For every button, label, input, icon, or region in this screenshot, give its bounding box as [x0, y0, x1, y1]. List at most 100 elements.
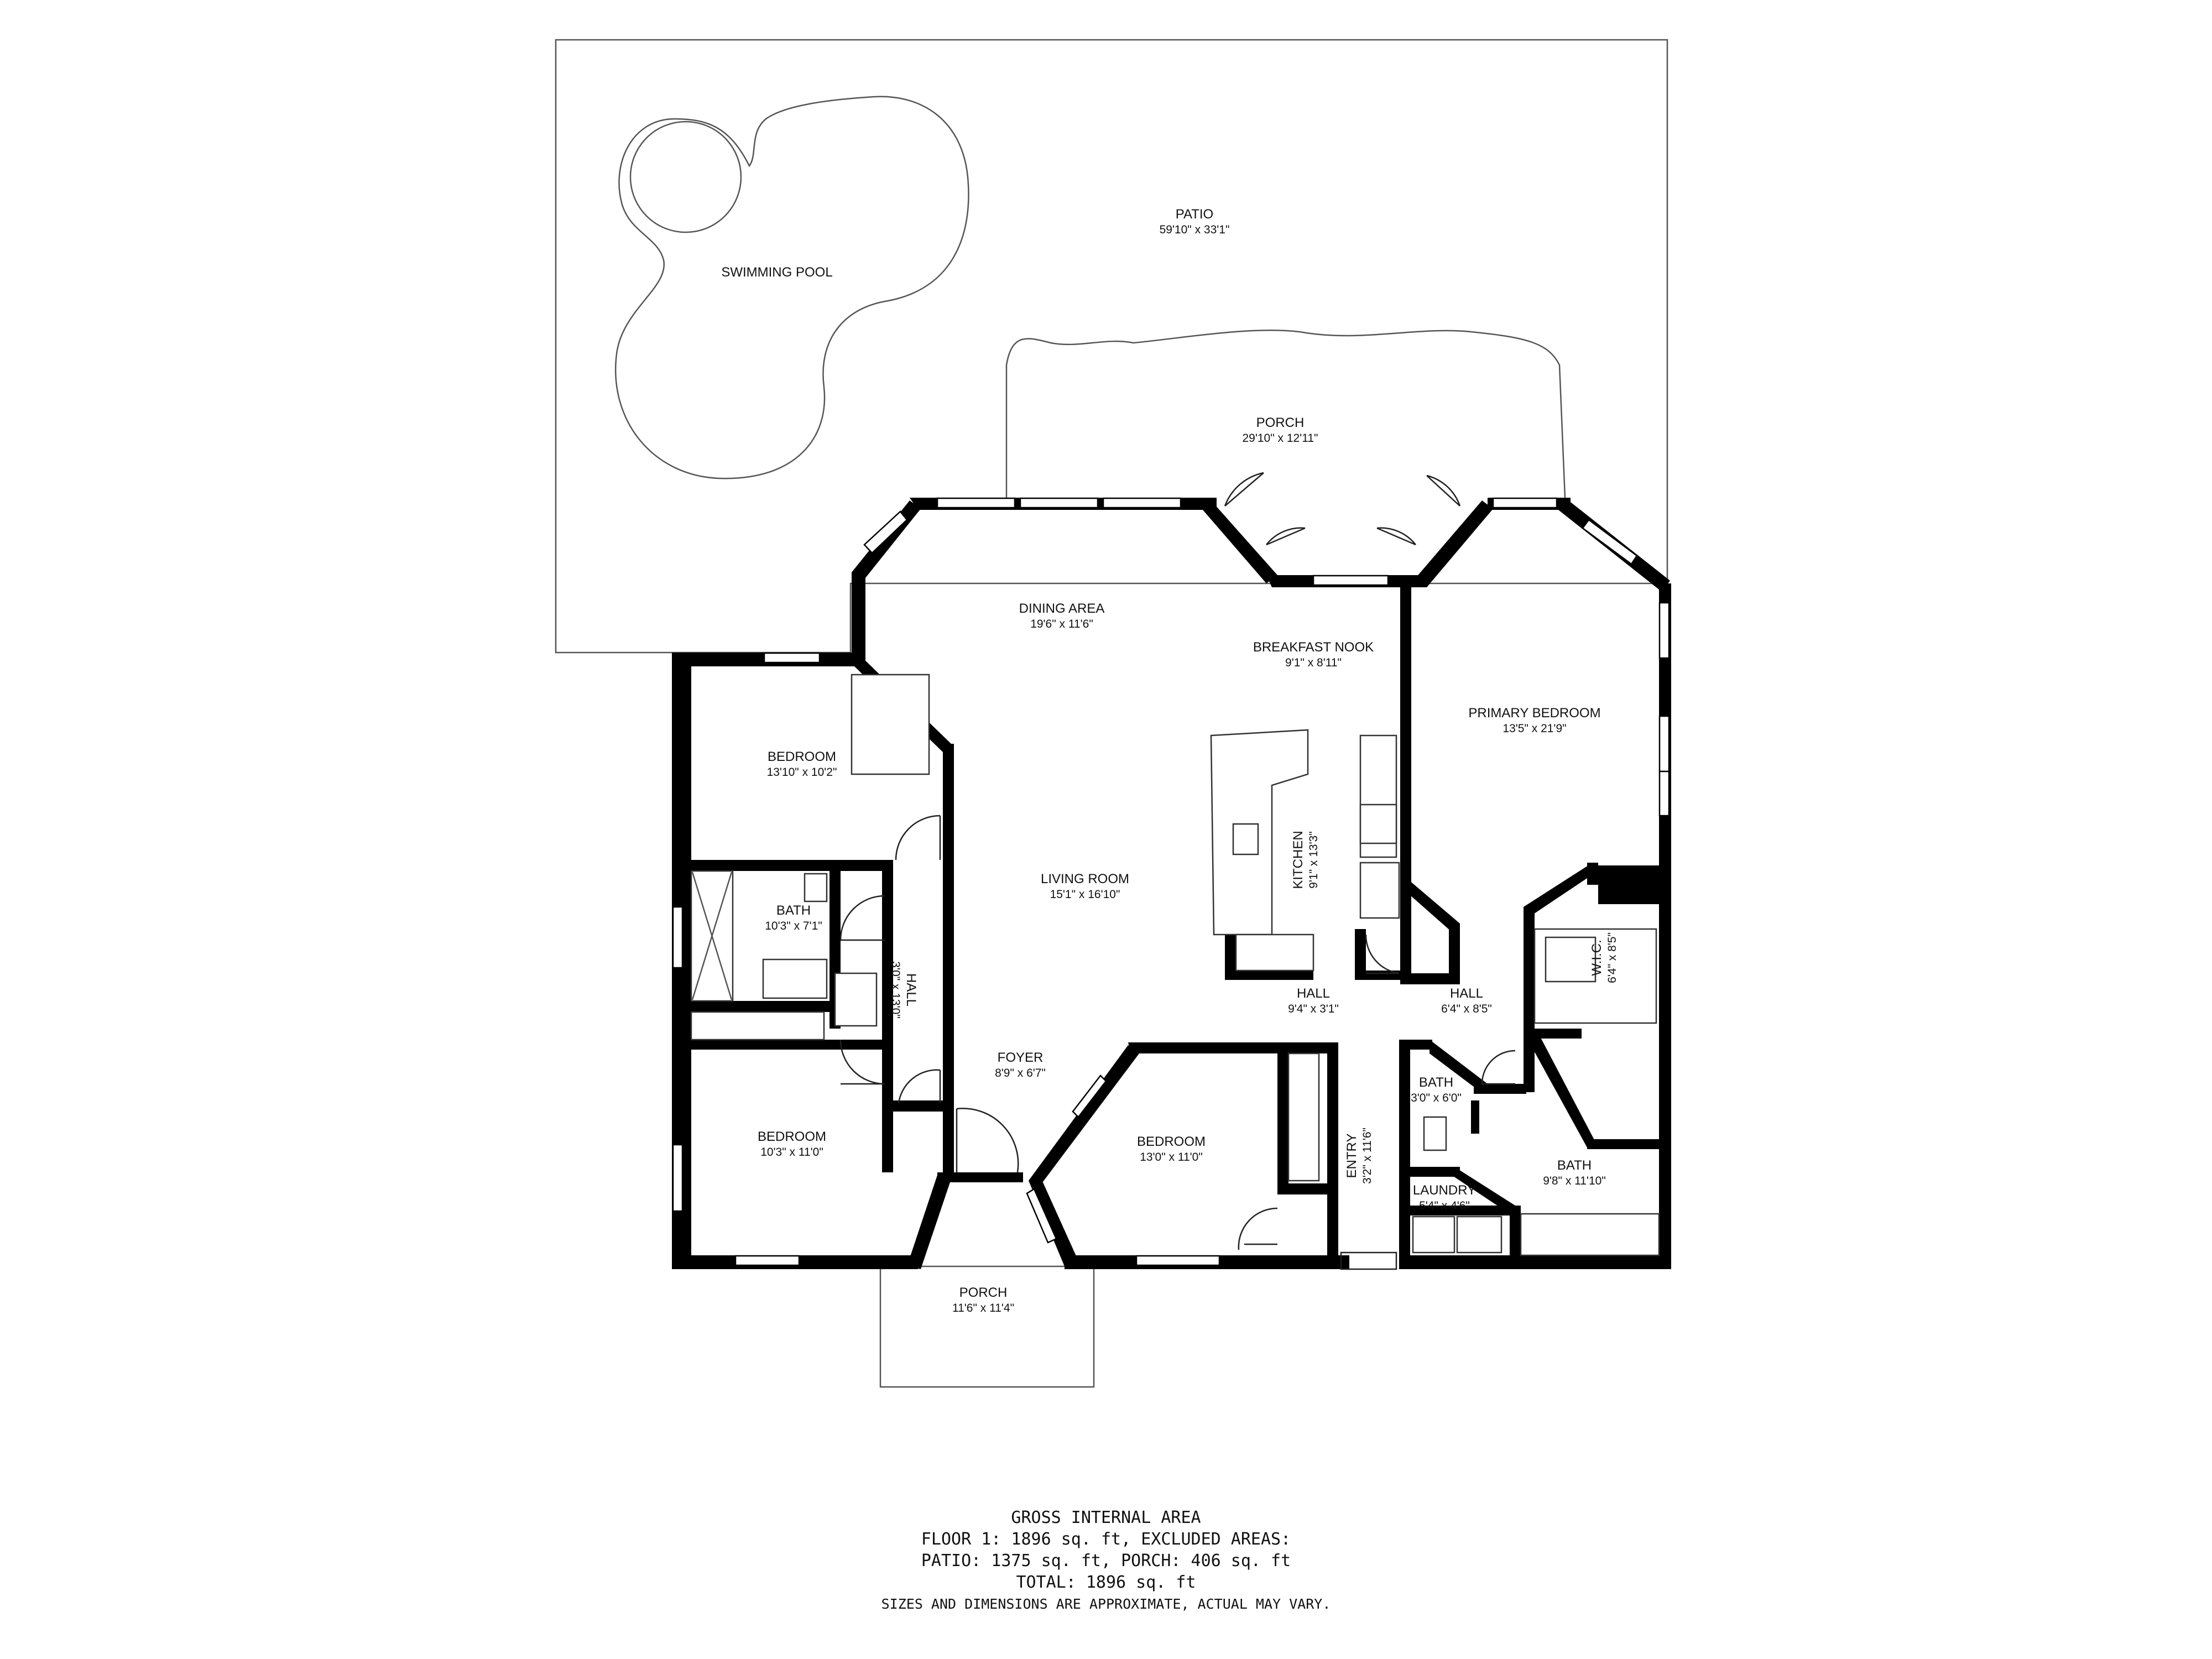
entry-closet	[1287, 1052, 1320, 1182]
room-dims: 9'8" x 11'10"	[1543, 1175, 1606, 1187]
window	[1072, 1074, 1107, 1118]
patio-outline	[555, 39, 1668, 654]
room-name: BREAKFAST NOOK	[1253, 640, 1374, 655]
room-dims: 3'2" x 11'6"	[1361, 1128, 1374, 1184]
toilet	[804, 873, 828, 902]
room-name: LIVING ROOM	[1041, 872, 1129, 886]
room-name: BATH	[1419, 1075, 1453, 1090]
wall	[1405, 1206, 1510, 1215]
room-dims: 5'4" x 4'6"	[1419, 1199, 1470, 1212]
fridge	[1359, 862, 1400, 919]
wall	[1405, 877, 1460, 932]
wall	[1355, 929, 1366, 979]
door	[1426, 474, 1461, 507]
room-dims: 13'10" x 10'2"	[767, 766, 837, 779]
wall	[1474, 1084, 1526, 1094]
cooktop	[1359, 804, 1397, 844]
door	[1238, 1207, 1278, 1250]
room-dims: 9'1" x 8'11"	[1285, 656, 1342, 669]
excluded-area-line: PATIO: 1375 sq. ft, PORCH: 406 sq. ft	[921, 1551, 1291, 1571]
room-dims: 6'4" x 8'5"	[1441, 1003, 1492, 1015]
room-name: HALL	[1450, 986, 1483, 1001]
room-dims: 13'5" x 21'9"	[1503, 722, 1566, 735]
wall	[1400, 583, 1411, 984]
room-name: ENTRY	[1344, 1134, 1359, 1178]
wall	[1277, 1183, 1338, 1194]
room-dims: 11'6" x 11'4"	[952, 1302, 1014, 1314]
door	[1376, 527, 1416, 546]
bath-vanity	[762, 958, 828, 999]
windows	[672, 497, 1670, 1266]
door-frame	[1340, 1251, 1397, 1270]
door	[1365, 934, 1400, 974]
window	[863, 510, 908, 554]
room-name: HALL	[904, 973, 919, 1006]
window	[734, 1255, 800, 1266]
wall	[1471, 1100, 1479, 1134]
door	[839, 1039, 885, 1085]
front-porch-outline	[879, 1265, 1095, 1388]
floor-area-line: FLOOR 1: 1896 sq. ft, EXCLUDED AREAS:	[921, 1530, 1291, 1549]
swimming-pool	[615, 96, 969, 479]
room-dims: 15'1" x 16'10"	[1050, 888, 1120, 901]
door	[1266, 527, 1306, 546]
wall	[1399, 1040, 1432, 1050]
wall	[1225, 935, 1236, 979]
room-name: KITCHEN	[1291, 831, 1306, 889]
wall	[1277, 1042, 1288, 1194]
room-name: SWIMMING POOL	[721, 265, 832, 280]
room-dims: 10'3" x 11'0"	[760, 1146, 823, 1159]
room-dims: 9'1" x 13'3"	[1307, 831, 1320, 889]
window	[1312, 575, 1389, 586]
total-area-line: TOTAL: 1896 sq. ft	[1016, 1573, 1196, 1592]
window	[1135, 1255, 1220, 1266]
area-summary: GROSS INTERNAL AREA FLOOR 1: 1896 sq. ft…	[0, 1507, 2212, 1615]
room-name: W.I.C.	[1589, 940, 1604, 975]
room-name: LAUNDRY	[1413, 1183, 1476, 1198]
wall	[1399, 1040, 1410, 1261]
window	[1026, 1188, 1057, 1244]
room-name: BEDROOM	[768, 749, 836, 764]
bath-primary-vanity	[1520, 1213, 1660, 1256]
room-dims: 59'10" x 33'1"	[1160, 223, 1230, 236]
wall	[1399, 1255, 1671, 1269]
wall	[1416, 500, 1493, 587]
room-dims: 8'9" x 6'7"	[995, 1067, 1046, 1079]
wall	[1225, 971, 1313, 980]
wall	[1029, 1175, 1078, 1266]
wall	[1277, 1042, 1338, 1053]
wall	[1587, 1139, 1665, 1149]
wall	[691, 1001, 830, 1012]
wall	[672, 860, 890, 871]
wall	[1510, 1206, 1521, 1264]
door	[1481, 1050, 1516, 1085]
exterior-areas	[555, 39, 1668, 1388]
closet-bedroom-nw	[851, 674, 930, 775]
toilet-small-bath	[1423, 1116, 1447, 1151]
room-name: PORCH	[959, 1285, 1008, 1300]
window	[763, 652, 821, 664]
room-name: FOYER	[998, 1050, 1044, 1065]
room-dims: 6'4" x 8'5"	[1606, 932, 1619, 983]
washer	[1412, 1215, 1455, 1254]
wall	[1400, 973, 1460, 984]
wall	[1405, 1167, 1460, 1177]
room-name: PATIO	[1176, 207, 1213, 222]
window	[1658, 715, 1670, 773]
wall	[691, 1040, 893, 1050]
wall	[1449, 924, 1460, 984]
room-dims: 9'4" x 3'1"	[1288, 1003, 1339, 1015]
room-name: HALL	[1297, 986, 1330, 1001]
door	[839, 895, 885, 941]
room-name: BEDROOM	[1137, 1134, 1206, 1149]
door	[895, 815, 941, 860]
wall	[852, 572, 865, 653]
kitchen-island	[1210, 729, 1309, 936]
pool-spa	[629, 121, 742, 233]
room-dims: 3'0" x 13'0"	[889, 961, 902, 1019]
wall	[1203, 500, 1277, 583]
counter-south	[1235, 933, 1314, 972]
wall	[1524, 865, 1594, 915]
window	[1582, 519, 1638, 565]
